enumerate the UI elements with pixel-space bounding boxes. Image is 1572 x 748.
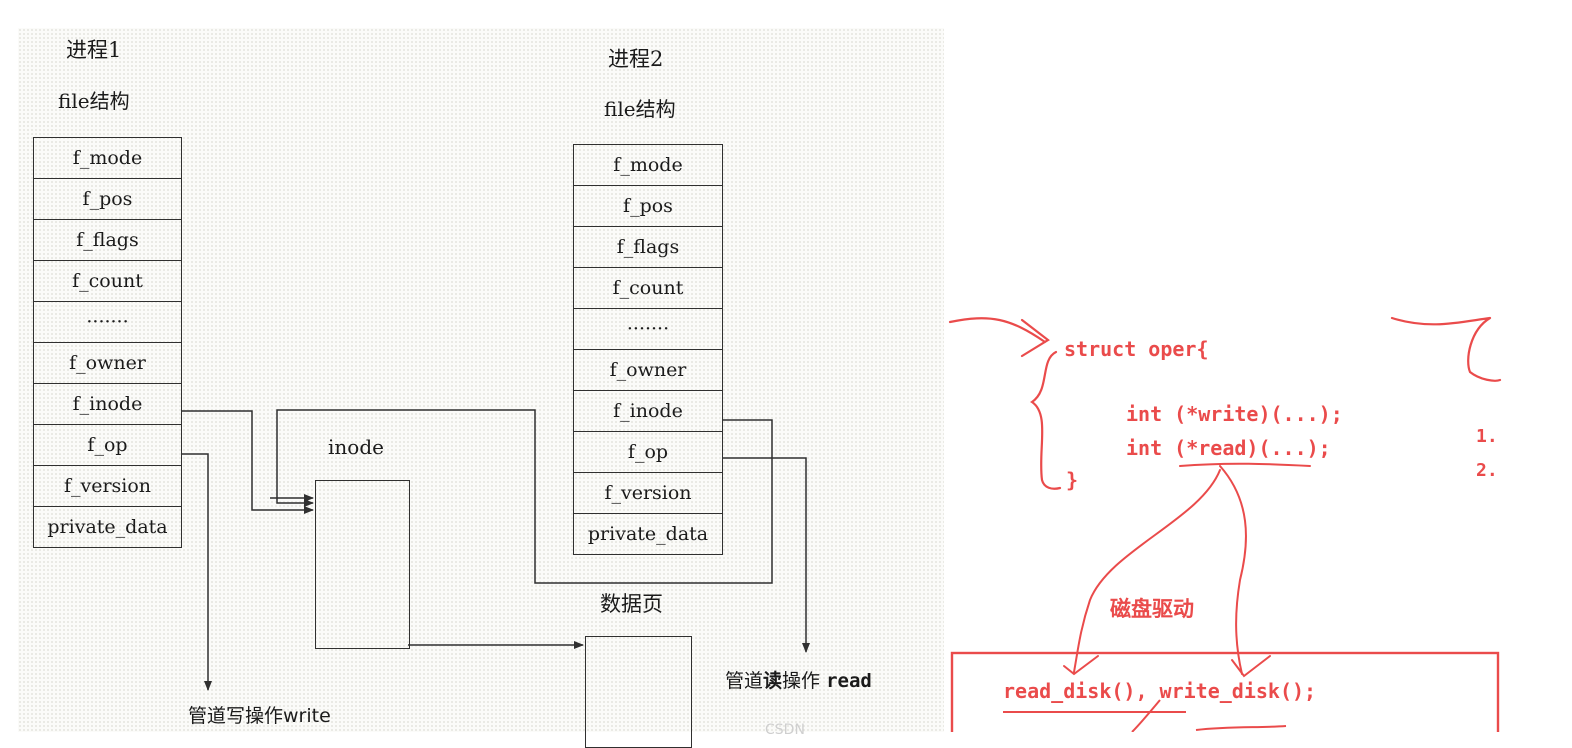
top-right-brace-stroke xyxy=(1390,316,1502,382)
pipe-read-text: 管道 xyxy=(725,670,764,692)
side-list-item-1: 1. xyxy=(1476,426,1498,447)
p1-op-to-write-line xyxy=(182,453,212,691)
field-f-owner: f_owner xyxy=(573,349,723,391)
field-f-pos: f_pos xyxy=(33,178,182,220)
inode-label: inode xyxy=(328,435,384,459)
field-private-data: private_data xyxy=(33,506,182,548)
field-ellipsis: ······· xyxy=(33,301,182,343)
top-left-arrow-stroke xyxy=(948,317,1050,358)
read-underline-stroke xyxy=(1179,462,1311,467)
bottom-right-stroke xyxy=(1195,725,1287,731)
pipe-write-text: 管道写操作 xyxy=(188,705,284,727)
driver-functions-line: read_disk(), write_disk(); xyxy=(1003,679,1317,703)
struct-brace-stroke xyxy=(1030,350,1062,490)
field-f-count: f_count xyxy=(33,260,182,302)
pipe-read-emph: 读 xyxy=(763,670,783,692)
p2-op-to-read-line xyxy=(723,457,810,653)
red-annotation-strokes xyxy=(948,316,1502,732)
field-f-op: f_op xyxy=(33,424,182,466)
read-disk-arrowhead xyxy=(1063,655,1099,676)
process2-file-struct-table: f_mode f_pos f_flags f_count ······· f_o… xyxy=(573,144,723,555)
process1-title: 进程1 xyxy=(66,38,122,62)
field-private-data: private_data xyxy=(573,513,723,555)
read-ptr-line: int (*read)(...); xyxy=(1126,436,1331,460)
pipe-read-text-2: 操作 xyxy=(782,670,821,692)
field-f-count: f_count xyxy=(573,267,723,309)
pipe-read-func: read xyxy=(826,670,872,692)
field-f-version: f_version xyxy=(33,465,182,507)
p2-inode-to-inode-line xyxy=(276,409,773,584)
read-to-read-disk-stroke xyxy=(1073,469,1221,673)
p1-inode-to-inode-line xyxy=(182,410,314,514)
field-f-mode: f_mode xyxy=(573,144,723,186)
pipe-write-func: write xyxy=(283,705,331,727)
bottom-slash-stroke xyxy=(1131,699,1161,732)
write-disk-arrowhead xyxy=(1231,655,1271,678)
struct-oper-line: struct oper{ xyxy=(1064,337,1209,361)
data-page-label: 数据页 xyxy=(600,592,663,616)
process1-file-struct-table: f_mode f_pos f_flags f_count ······· f_o… xyxy=(33,137,182,548)
write-ptr-line: int (*write)(...); xyxy=(1126,402,1343,426)
process2-title: 进程2 xyxy=(608,47,664,71)
field-f-flags: f_flags xyxy=(33,219,182,261)
read-to-write-disk-stroke xyxy=(1219,465,1247,675)
field-f-version: f_version xyxy=(573,472,723,514)
disk-driver-box xyxy=(950,651,1500,732)
disk-driver-label: 磁盘驱动 xyxy=(1110,597,1194,621)
process1-file-struct-label: file结构 xyxy=(58,89,130,113)
field-f-owner: f_owner xyxy=(33,342,182,384)
field-f-pos: f_pos xyxy=(573,185,723,227)
inode-box xyxy=(315,480,410,649)
connector-lines xyxy=(182,409,810,691)
side-list-item-2: 2. xyxy=(1476,460,1498,481)
field-f-flags: f_flags xyxy=(573,226,723,268)
field-f-op: f_op xyxy=(573,431,723,473)
process2-file-struct-label: file结构 xyxy=(604,97,676,121)
pipe-write-caption: 管道写操作write xyxy=(188,707,331,726)
pipe-read-caption: 管道读操作 read xyxy=(725,672,872,691)
struct-close-brace: } xyxy=(1066,468,1079,492)
